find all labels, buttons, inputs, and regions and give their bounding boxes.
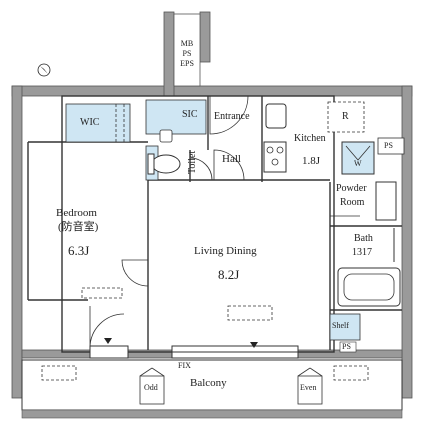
living-dining-label: Living Dining <box>194 245 257 257</box>
bath-label: Bath <box>354 233 373 244</box>
ac-marker <box>81 287 123 299</box>
kitchen-label: Kitchen <box>294 133 326 144</box>
storage-fills <box>65 99 375 341</box>
toilet-label: Toilet <box>187 150 198 174</box>
ps-box <box>377 137 405 155</box>
shaft-label-eps: EPS <box>180 59 194 68</box>
powder-room-label-2: Room <box>340 197 365 208</box>
powder-room-label-1: Powder <box>336 183 367 194</box>
bedroom-size: 6.3J <box>68 243 90 258</box>
door-swing-icon <box>189 157 213 181</box>
entrance-label: Entrance <box>214 111 250 122</box>
living-dining-size: 8.2J <box>218 267 240 282</box>
shaft-label-mb: MB <box>180 39 194 48</box>
ps-small-box <box>339 341 357 353</box>
wic-label: WIC <box>80 117 100 128</box>
bathtub-icon <box>337 267 401 307</box>
door-swing-icon <box>121 259 149 287</box>
sic-fill <box>145 99 207 135</box>
balcony <box>21 359 403 419</box>
sink-icon <box>265 103 287 129</box>
windows <box>89 345 299 359</box>
window-arrow-icon <box>250 342 258 348</box>
wic-fill <box>65 103 131 143</box>
balcony-label: Balcony <box>190 377 227 389</box>
door-swing-icon <box>213 149 245 181</box>
fix-label: FIX <box>178 361 191 370</box>
stove-icon <box>263 141 287 173</box>
ps-small-label: PS <box>342 342 351 351</box>
toilet-icon <box>147 153 181 175</box>
kitchen-size: 1.8J <box>302 155 321 167</box>
sink-icon <box>159 129 173 143</box>
bedroom-label: Bedroom <box>56 207 97 219</box>
bedroom-sub-label: (防音室) <box>58 221 99 233</box>
door-swing-icon <box>209 95 249 135</box>
window-arrow-icon <box>104 338 112 344</box>
washer-icon <box>341 141 375 175</box>
shelf-label: Shelf <box>332 321 349 330</box>
shelf-fill <box>329 313 361 341</box>
shaft-label-ps: PS <box>182 49 192 58</box>
shaft <box>173 13 201 87</box>
north-arrow-icon <box>37 63 51 77</box>
ps-label: PS <box>384 141 393 150</box>
bath-size: 1317 <box>352 247 372 258</box>
fridge-space <box>327 101 365 133</box>
sink-icon <box>375 181 397 221</box>
even-mark: Even <box>300 383 317 392</box>
fridge-label: R <box>342 111 349 122</box>
ac-marker <box>227 305 273 321</box>
odd-mark: Odd <box>144 383 158 392</box>
hall-label: Hall <box>222 153 241 165</box>
washer-label: W <box>354 159 362 168</box>
sic-label: SIC <box>182 109 198 120</box>
